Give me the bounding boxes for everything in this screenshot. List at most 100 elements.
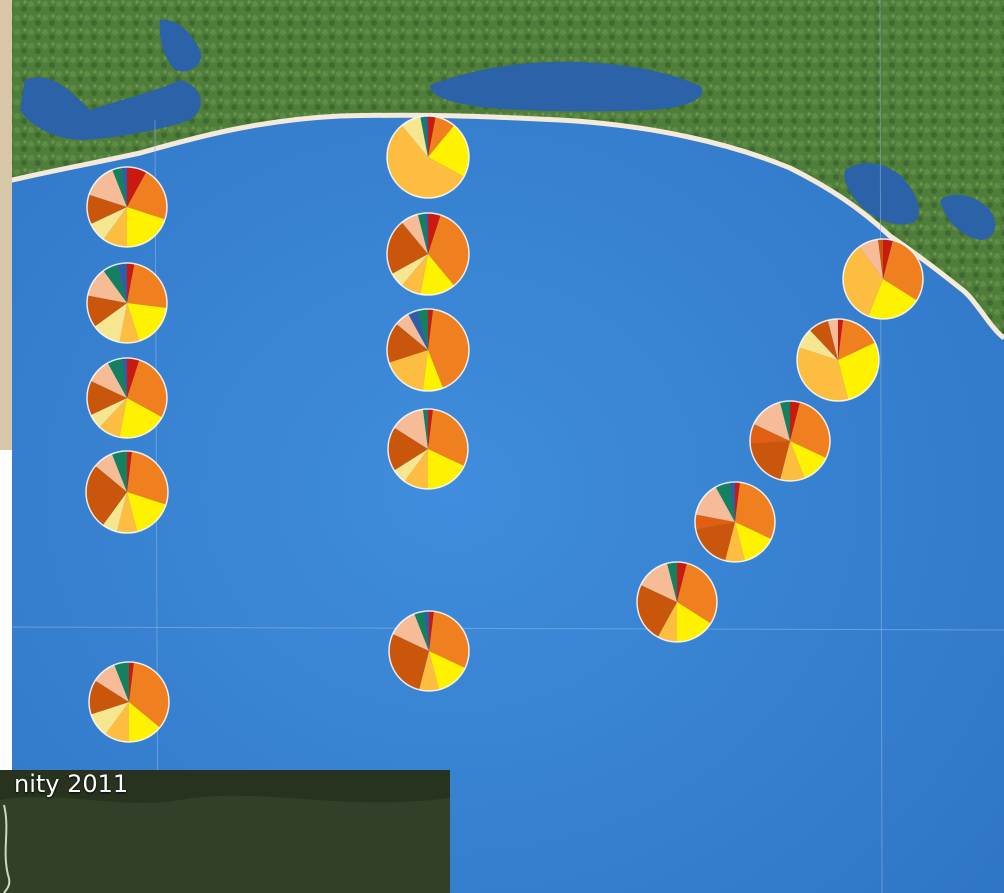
- pie-marker-A5[interactable]: [88, 661, 170, 743]
- pie-slice-dark_orange: [750, 441, 790, 480]
- pie-slice-pale_yellow: [392, 254, 428, 286]
- pie-outline: [749, 400, 831, 482]
- pie-slice-peach: [392, 613, 429, 651]
- pie-outline: [388, 610, 470, 692]
- pie-slice-blue: [423, 611, 429, 651]
- pie-marker-B5[interactable]: [388, 610, 470, 692]
- pie-slice-red: [735, 482, 741, 522]
- pie-outline: [387, 408, 469, 490]
- pie-slice-dark_orange: [637, 584, 677, 638]
- pie-slice-teal: [112, 167, 127, 207]
- inset-map-shore: [3, 804, 11, 893]
- pie-slice-yellow: [790, 441, 827, 479]
- pie-slice-dark_orange: [877, 239, 883, 279]
- pie-slice-yellow: [119, 398, 163, 438]
- pie-slice-light_orange: [105, 702, 129, 742]
- pie-slice-orange: [129, 662, 169, 728]
- pie-slice-yellow: [868, 279, 917, 319]
- pie-slice-light_orange: [119, 303, 140, 343]
- pie-marker-B3[interactable]: [386, 308, 470, 392]
- pie-slice-yellow: [428, 449, 465, 489]
- pie-slice-teal: [780, 401, 790, 441]
- pie-slice-orange: [127, 451, 168, 505]
- pie-marker-A3[interactable]: [86, 357, 168, 439]
- pie-slice-blue: [121, 167, 127, 207]
- pie-slice-dark_orange: [388, 633, 429, 690]
- inset-map-terrain: [0, 795, 450, 893]
- pie-slice-red: [127, 263, 135, 303]
- pie-slice-peach: [396, 314, 428, 350]
- pie-marker-C3[interactable]: [749, 400, 831, 482]
- pie-slice-orange: [127, 359, 168, 418]
- pie-slice-teal: [114, 662, 129, 702]
- pie-marker-C4[interactable]: [694, 481, 776, 563]
- pie-slice-pale_yellow: [102, 492, 127, 532]
- pie-slice-orange: [127, 171, 167, 220]
- pie-marker-A2[interactable]: [86, 262, 168, 344]
- pie-marker-C2[interactable]: [796, 318, 880, 402]
- pie-outline: [386, 115, 470, 199]
- pie-slice-teal: [667, 562, 677, 602]
- pie-slice-light_orange: [657, 602, 677, 642]
- pie-slice-dark_orange: [89, 680, 129, 715]
- pie-marker-B4[interactable]: [387, 408, 469, 490]
- pie-slice-dark_orange: [87, 295, 127, 327]
- pie-slice-light_orange: [780, 441, 805, 481]
- pie-slice-dark_orange: [87, 194, 127, 225]
- pie-slice-light_orange: [843, 246, 883, 317]
- pie-slice-teal: [417, 309, 428, 350]
- bay-west: [20, 77, 201, 140]
- pie-marker-C1[interactable]: [842, 238, 924, 320]
- pie-slice-pale_yellow: [90, 398, 127, 428]
- pie-slice-light_orange: [725, 522, 745, 563]
- pie-slice-peach: [394, 409, 428, 449]
- pie-slice-yellow: [838, 342, 879, 400]
- pie-slice-light_orange: [797, 347, 849, 402]
- pie-slice-teal: [107, 358, 127, 398]
- pie-outline: [842, 238, 924, 320]
- pie-slice-orange: [428, 116, 455, 157]
- pie-slice-peach: [87, 270, 127, 303]
- pie-slice-red: [127, 167, 147, 207]
- pie-slice-red: [428, 409, 434, 449]
- pie-slice-burnt: [695, 514, 735, 530]
- pie-slice-teal: [417, 213, 428, 254]
- pie-slice-pale_yellow: [394, 449, 428, 482]
- pie-slice-pale_yellow: [94, 303, 127, 343]
- pie-marker-A1[interactable]: [86, 166, 168, 248]
- pie-slice-light_orange: [103, 207, 127, 247]
- pie-slice-blue: [425, 213, 428, 254]
- pie-marker-B2[interactable]: [386, 212, 470, 296]
- pie-slice-pale_yellow: [799, 330, 838, 360]
- pie-slice-red: [838, 319, 844, 360]
- pie-marker-C5[interactable]: [636, 561, 718, 643]
- pie-slice-peach: [95, 453, 127, 492]
- pie-slice-burnt: [750, 423, 790, 444]
- pie-marker-A4[interactable]: [85, 450, 169, 534]
- bay-central: [430, 61, 703, 112]
- pie-slice-dark_orange: [695, 522, 735, 561]
- pie-slice-red: [428, 116, 436, 157]
- pie-slice-dark_orange: [387, 323, 428, 363]
- pie-slice-orange: [883, 240, 923, 301]
- pie-markers: [85, 115, 924, 743]
- pie-slice-red: [677, 562, 687, 602]
- pie-slice-red: [428, 309, 434, 350]
- pie-outline: [85, 450, 169, 534]
- pie-slice-red: [428, 213, 441, 254]
- pie-slice-red: [429, 611, 435, 651]
- pie-slice-red: [129, 662, 135, 702]
- pie-slice-yellow: [127, 207, 166, 247]
- pie-outline: [88, 661, 170, 743]
- pie-slice-blue: [117, 263, 127, 303]
- pie-slice-light_orange: [116, 492, 138, 534]
- pie-marker-B1[interactable]: [386, 115, 470, 199]
- pie-outline: [386, 212, 470, 296]
- pie-slice-light_orange: [404, 449, 428, 489]
- pie-outline: [86, 166, 168, 248]
- pie-slice-orange: [838, 319, 876, 360]
- pie-slice-dark_orange: [388, 427, 428, 471]
- pie-slice-light_orange: [99, 398, 127, 438]
